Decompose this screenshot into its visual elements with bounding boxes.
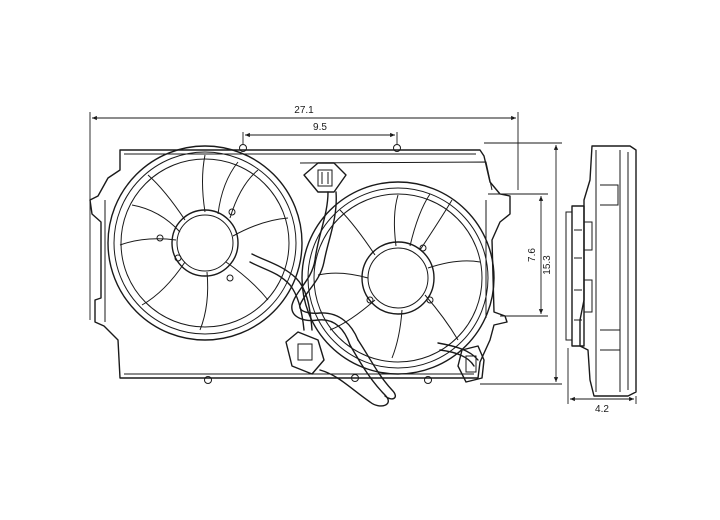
dimension-hub-height: 7.6	[488, 193, 548, 317]
dimension-mount-spacing: 9.5	[242, 122, 398, 144]
shroud-outline	[89, 149, 511, 379]
mount-spacing-label: 9.5	[313, 122, 327, 133]
front-view	[89, 144, 511, 407]
wiring-harness	[249, 191, 479, 407]
right-fan-motor-hub	[361, 241, 435, 315]
dimension-depth: 4.2	[567, 348, 637, 415]
left-fan-motor-hub	[171, 209, 239, 277]
hub-height-label: 7.6	[527, 248, 538, 262]
lower-right-connector	[457, 345, 485, 383]
mount-bosses	[204, 144, 432, 384]
lower-left-connector	[285, 331, 325, 375]
side-view	[565, 145, 637, 397]
right-fan-blades	[317, 193, 481, 359]
top-connector	[303, 162, 347, 193]
right-fan	[301, 181, 495, 375]
depth-label: 4.2	[595, 404, 609, 415]
left-fan	[107, 145, 303, 341]
dimension-overall-width: 27.1	[89, 105, 519, 320]
overall-height-label: 15.3	[542, 255, 553, 275]
side-motor-profile	[565, 205, 585, 347]
dimension-overall-height: 15.3	[480, 142, 562, 385]
overall-width-label: 27.1	[294, 105, 314, 116]
